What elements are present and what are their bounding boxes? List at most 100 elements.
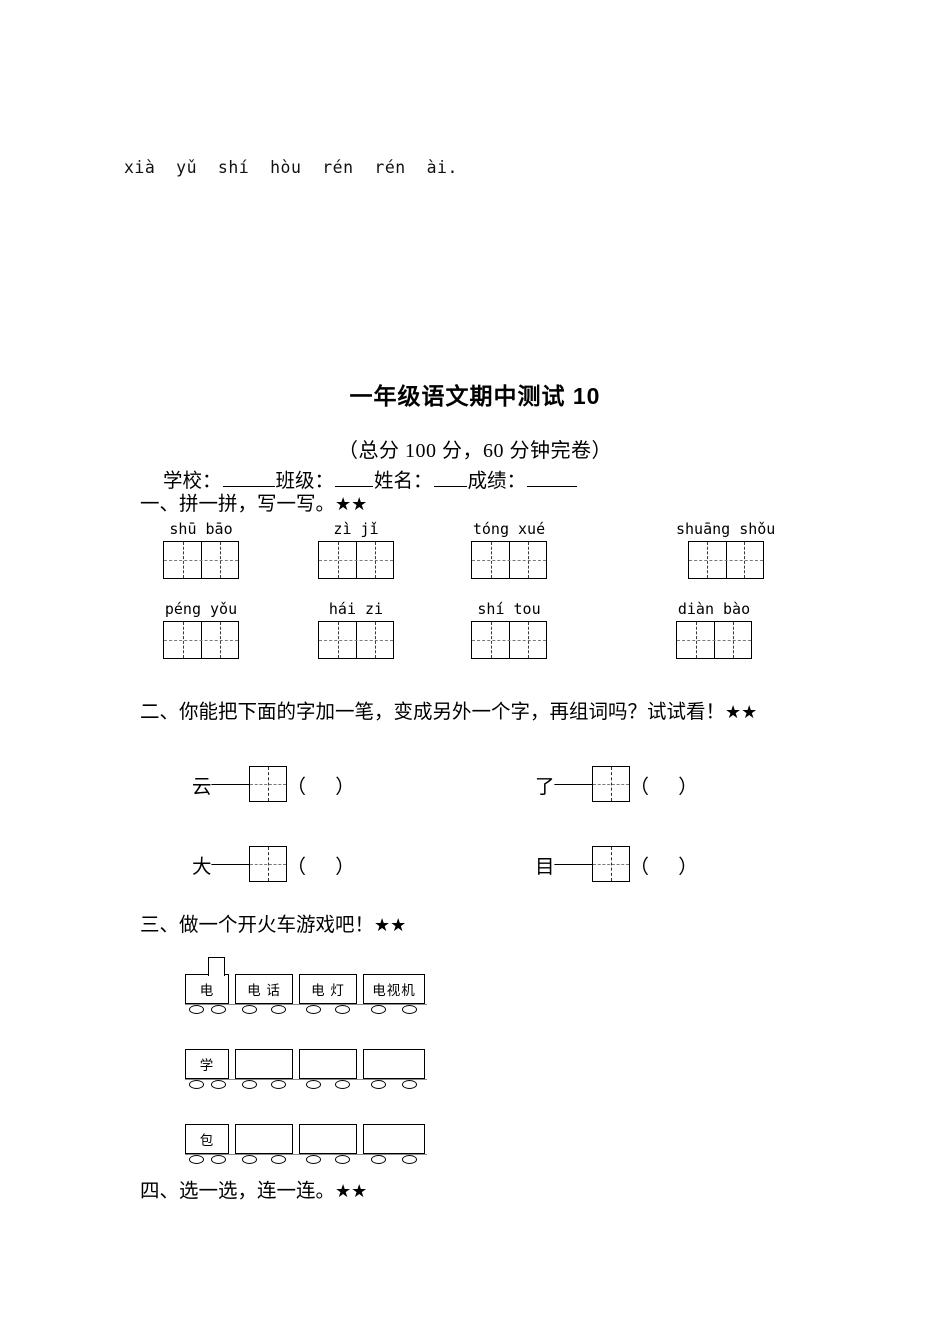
arrow-dash: ——: [211, 853, 250, 874]
pinyin-exercise-item: diàn bào: [676, 600, 752, 664]
grid-dash-vertical-left: [707, 542, 709, 578]
writing-grid[interactable]: [471, 541, 547, 579]
wheelset: [185, 1080, 229, 1089]
source-character: 了: [535, 776, 555, 798]
word-blank-parentheses[interactable]: （ ）: [629, 856, 698, 878]
grid-dash-vertical-left: [490, 542, 492, 578]
grid-dash-horizontal: [164, 560, 238, 561]
section-three-stars: ★★: [374, 915, 407, 936]
wheelset: [363, 1080, 425, 1089]
grid-dash-horizontal: [472, 640, 546, 641]
grid-dash-horizontal: [688, 560, 763, 561]
name-label: 姓名：: [374, 471, 433, 492]
train-rail: [185, 1079, 427, 1080]
stroke-exercise-row-1: 云 —— （ ） 了 —— （ ）: [0, 766, 950, 810]
train-engine[interactable]: 电: [185, 957, 229, 1004]
train-rail: [185, 1154, 427, 1155]
train-car[interactable]: 电 话: [235, 974, 293, 1004]
class-label: 班级：: [275, 471, 335, 492]
writing-grid[interactable]: [163, 541, 239, 579]
writing-grid[interactable]: [676, 621, 752, 659]
writing-grid[interactable]: [163, 621, 239, 659]
train-car[interactable]: [299, 1124, 357, 1154]
grid-dash-horizontal: [319, 640, 393, 641]
page-subtitle: （总分 100 分，60 分钟完卷）: [338, 440, 612, 462]
wheel-icon: [335, 1080, 350, 1089]
grid-dash-horizontal: [472, 560, 546, 561]
train-car[interactable]: [299, 1049, 357, 1079]
car-label: 学: [199, 1058, 215, 1073]
train-car[interactable]: [235, 1049, 293, 1079]
name-blank[interactable]: [433, 467, 467, 487]
wheelset: [235, 1155, 293, 1164]
train-cars: 学: [185, 1049, 425, 1079]
section-heading-four: 四、选一选，连一连。★★: [140, 1179, 367, 1205]
train-car[interactable]: [363, 1049, 425, 1079]
train-wheels: [185, 1080, 425, 1089]
wheelset: [299, 1005, 357, 1014]
wheel-icon: [335, 1005, 350, 1014]
school-blank[interactable]: [222, 467, 275, 487]
pinyin-exercise-item: shuāng shǒu: [676, 520, 775, 584]
section-two-text: 二、你能把下面的字加一笔，变成另外一个字，再组词吗？试试看！: [140, 702, 726, 723]
grid-dash-vertical-left: [695, 622, 697, 658]
pinyin-label: shuāng shǒu: [676, 520, 776, 538]
grid-dash-vertical-right: [744, 542, 746, 578]
pinyin-exercise-item: shí tou: [471, 600, 547, 664]
arrow-dash: ——: [554, 853, 593, 874]
stroke-exercise-item: 目 —— （ ）: [535, 846, 698, 882]
pinyin-exercise-item: zì jǐ: [318, 520, 394, 584]
grid-dash-vertical-left: [490, 622, 492, 658]
wheel-icon: [210, 1080, 226, 1089]
score-label: 成绩：: [467, 471, 527, 492]
pinyin-label: diàn bào: [677, 600, 751, 618]
wheel-icon: [188, 1080, 204, 1089]
writing-grid[interactable]: [687, 541, 764, 579]
wheel-icon: [335, 1155, 350, 1164]
source-character: 大: [192, 856, 212, 878]
wheel-icon: [371, 1005, 386, 1014]
answer-grid[interactable]: [591, 846, 630, 882]
word-blank-parentheses[interactable]: （ ）: [286, 776, 355, 798]
grid-dash-vertical-left: [337, 622, 339, 658]
stroke-exercise-item: 了 —— （ ）: [535, 766, 698, 802]
wheelset: [299, 1155, 357, 1164]
pinyin-label: tóng xué: [472, 520, 546, 538]
wheelset: [235, 1080, 293, 1089]
train-engine[interactable]: 包: [185, 1124, 229, 1154]
pinyin-label: péng yǒu: [164, 600, 238, 618]
wheelset: [363, 1155, 425, 1164]
pinyin-exercise-item: tóng xué: [471, 520, 547, 584]
score-blank[interactable]: [527, 467, 578, 487]
wheelset: [185, 1155, 229, 1164]
grid-dash-horizontal: [592, 864, 629, 865]
writing-grid[interactable]: [471, 621, 547, 659]
wheelset: [185, 1005, 229, 1014]
train-car[interactable]: 电 灯: [299, 974, 357, 1004]
arrow-dash: ——: [211, 773, 250, 794]
word-blank-parentheses[interactable]: （ ）: [629, 776, 698, 798]
class-blank[interactable]: [335, 467, 374, 487]
top-pinyin-line: xià yǔ shí hòu rén rén ài.: [124, 158, 458, 177]
train-car[interactable]: [363, 1124, 425, 1154]
answer-grid[interactable]: [591, 766, 630, 802]
word-blank-parentheses[interactable]: （ ）: [286, 856, 355, 878]
grid-dash-horizontal: [677, 640, 751, 641]
section-heading-one: 一、拼一拼，写一写。★★: [140, 492, 367, 518]
grid-dash-vertical-left: [337, 542, 339, 578]
answer-grid[interactable]: [248, 846, 287, 882]
wheel-icon: [306, 1005, 321, 1014]
wheelset: [235, 1005, 293, 1014]
wheel-icon: [371, 1080, 386, 1089]
grid-dash-vertical-right: [219, 622, 221, 658]
writing-grid[interactable]: [318, 621, 394, 659]
wheel-icon: [306, 1080, 321, 1089]
writing-grid[interactable]: [318, 541, 394, 579]
car-label: 电 灯: [311, 983, 345, 998]
train-car[interactable]: [235, 1124, 293, 1154]
answer-grid[interactable]: [248, 766, 287, 802]
stroke-exercise-row-2: 大 —— （ ） 目 —— （ ）: [0, 846, 950, 890]
train-engine[interactable]: 学: [185, 1049, 229, 1079]
train-car[interactable]: 电视机: [363, 974, 425, 1004]
